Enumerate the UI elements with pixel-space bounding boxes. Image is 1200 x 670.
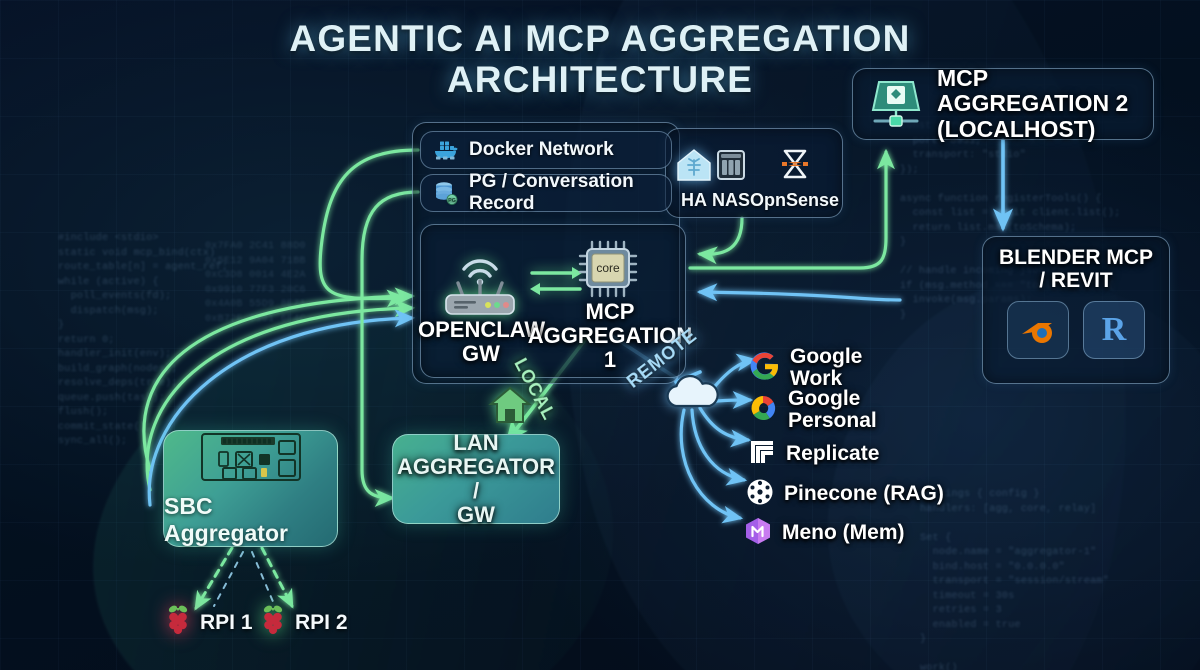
openclaw-gw-caption: OPENCLAW GW <box>418 317 546 367</box>
appliance-opnsense[interactable]: OpnSense <box>750 148 839 211</box>
rpi-node-2-label: RPI 2 <box>295 610 348 634</box>
rpi-node-2[interactable]: RPI 2 <box>258 604 348 641</box>
replicate-icon <box>748 438 776 471</box>
service-row-google-personal[interactable]: Google Personal <box>748 387 877 433</box>
meno-icon <box>744 516 772 551</box>
appliance-nas-label: NAS <box>712 190 751 210</box>
lan-line3: GW <box>457 502 495 528</box>
background-code-left-hex: 0x7FA0 2C41 88D0 0x5E12 9A04 71BB 0xC3D8… <box>205 241 306 325</box>
lan-aggregator-caption: LAN AGGREGATOR / GW <box>393 429 559 528</box>
mcp-aggregation-2-panel[interactable]: MCP AGGREGATION 2 (LOCALHOST) <box>852 66 1154 142</box>
blender-logo-icon <box>1018 310 1058 351</box>
service-row-meno[interactable]: Meno (Mem) <box>744 516 905 551</box>
page-title: AGENTIC AI MCP AGGREGATION ARCHITECTURE <box>0 18 1200 101</box>
pinecone-icon <box>746 478 774 511</box>
docker-network-row[interactable]: Docker Network <box>420 131 672 169</box>
svc1-line1: Google <box>788 387 861 410</box>
appliance-ha-label: HA <box>681 190 707 210</box>
postgres-database-icon: PG <box>433 180 459 206</box>
blender-revit-caption: BLENDER MCP / REVIT <box>983 246 1169 292</box>
home-assistant-icon <box>676 148 712 187</box>
cloud-icon <box>662 372 724 419</box>
lan-line2: AGGREGATOR / <box>396 453 556 503</box>
background-code-left: #include <stdio> static void mcp_bind(ct… <box>58 233 229 447</box>
wifi-router-icon <box>434 245 526 324</box>
rpi-node-1-label: RPI 1 <box>200 610 253 634</box>
page-title-line1: AGENTIC AI MCP AGGREGATION <box>289 18 911 59</box>
svc1-line2: Personal <box>788 409 877 433</box>
rpi-node-1[interactable]: RPI 1 <box>163 604 253 641</box>
service-pinecone-label: Pinecone (RAG) <box>784 482 944 506</box>
revit-logo-icon: R <box>1094 308 1134 353</box>
service-google-work-label: Google Work <box>790 345 863 391</box>
blender-app-tile[interactable] <box>1007 301 1069 360</box>
pg-conversation-record-row[interactable]: PG PG / Conversation Record <box>420 171 672 214</box>
lan-aggregator-box[interactable]: LAN AGGREGATOR / GW <box>392 430 560 527</box>
sbc-aggregator-box[interactable]: SBC Aggregator <box>163 430 338 547</box>
lan-line1: LAN <box>453 429 499 455</box>
service-meno-label: Meno (Mem) <box>782 521 905 545</box>
page-title-line2: ARCHITECTURE <box>446 59 754 101</box>
raspberry-pi-logo-icon <box>258 604 288 641</box>
google-g-icon <box>750 351 780 386</box>
mcp-aggregation-2-caption: MCP AGGREGATION 2 (LOCALHOST) <box>937 66 1153 142</box>
pg-conversation-record-label: PG / Conversation Record <box>469 171 634 214</box>
service-row-replicate[interactable]: Replicate <box>748 438 879 471</box>
blender-revit-panel[interactable]: BLENDER MCP / REVIT R <box>982 236 1170 384</box>
docker-network-label: Docker Network <box>469 139 614 160</box>
home-icon <box>488 384 532 431</box>
svg-text:R: R <box>1102 311 1127 348</box>
docker-icon <box>433 139 459 161</box>
service-google-personal-label: Google Personal <box>788 387 877 433</box>
network-hub-icon <box>867 74 925 135</box>
service-replicate-label: Replicate <box>786 442 880 466</box>
bidirectional-arrows-icon <box>528 262 584 305</box>
cpu-chip-icon: core <box>576 238 642 305</box>
openclaw-gw-label-line2: GW <box>462 341 500 367</box>
blender-revit-line1: BLENDER MCP <box>998 246 1153 269</box>
mcp-aggregation-1-caption: MCP AGGREGATION 1 <box>520 299 700 373</box>
mcp1-label-line1: MCP <box>585 299 635 324</box>
svg-text:PG: PG <box>448 198 456 204</box>
svc0-line2: Work <box>790 367 843 391</box>
revit-app-tile[interactable]: R <box>1083 301 1145 360</box>
appliance-nas[interactable]: NAS <box>712 148 750 211</box>
sbc-aggregator-label: SBC Aggregator <box>164 493 288 546</box>
raspberry-pi-logo-icon <box>163 604 193 641</box>
google-cloud-icon <box>748 393 778 428</box>
svc0-line1: Google <box>790 345 863 368</box>
appliance-opnsense-label: OpnSense <box>750 190 840 210</box>
mcp2-label-line2: (LOCALHOST) <box>937 115 1096 142</box>
mcp2-label-line1: MCP AGGREGATION 2 <box>937 65 1129 117</box>
service-row-pinecone[interactable]: Pinecone (RAG) <box>746 478 944 511</box>
service-row-google-work[interactable]: Google Work <box>750 345 863 391</box>
chip-core-text: core <box>596 261 620 275</box>
openclaw-gw-label-line1: OPENCLAW <box>418 317 546 342</box>
mcp1-label-line2: AGGREGATION 1 <box>527 323 693 373</box>
opnsense-hourglass-icon <box>777 148 813 187</box>
blender-revit-line2: / REVIT <box>1039 269 1113 293</box>
appliance-ha[interactable]: HA <box>676 148 712 211</box>
background-code-right-lower: Settings { config } handlers: [agg, core… <box>920 489 1110 670</box>
nas-server-icon <box>714 148 748 187</box>
appliances-panel: HA NAS <box>665 128 843 218</box>
raspberry-pi-board-icon <box>199 430 303 489</box>
